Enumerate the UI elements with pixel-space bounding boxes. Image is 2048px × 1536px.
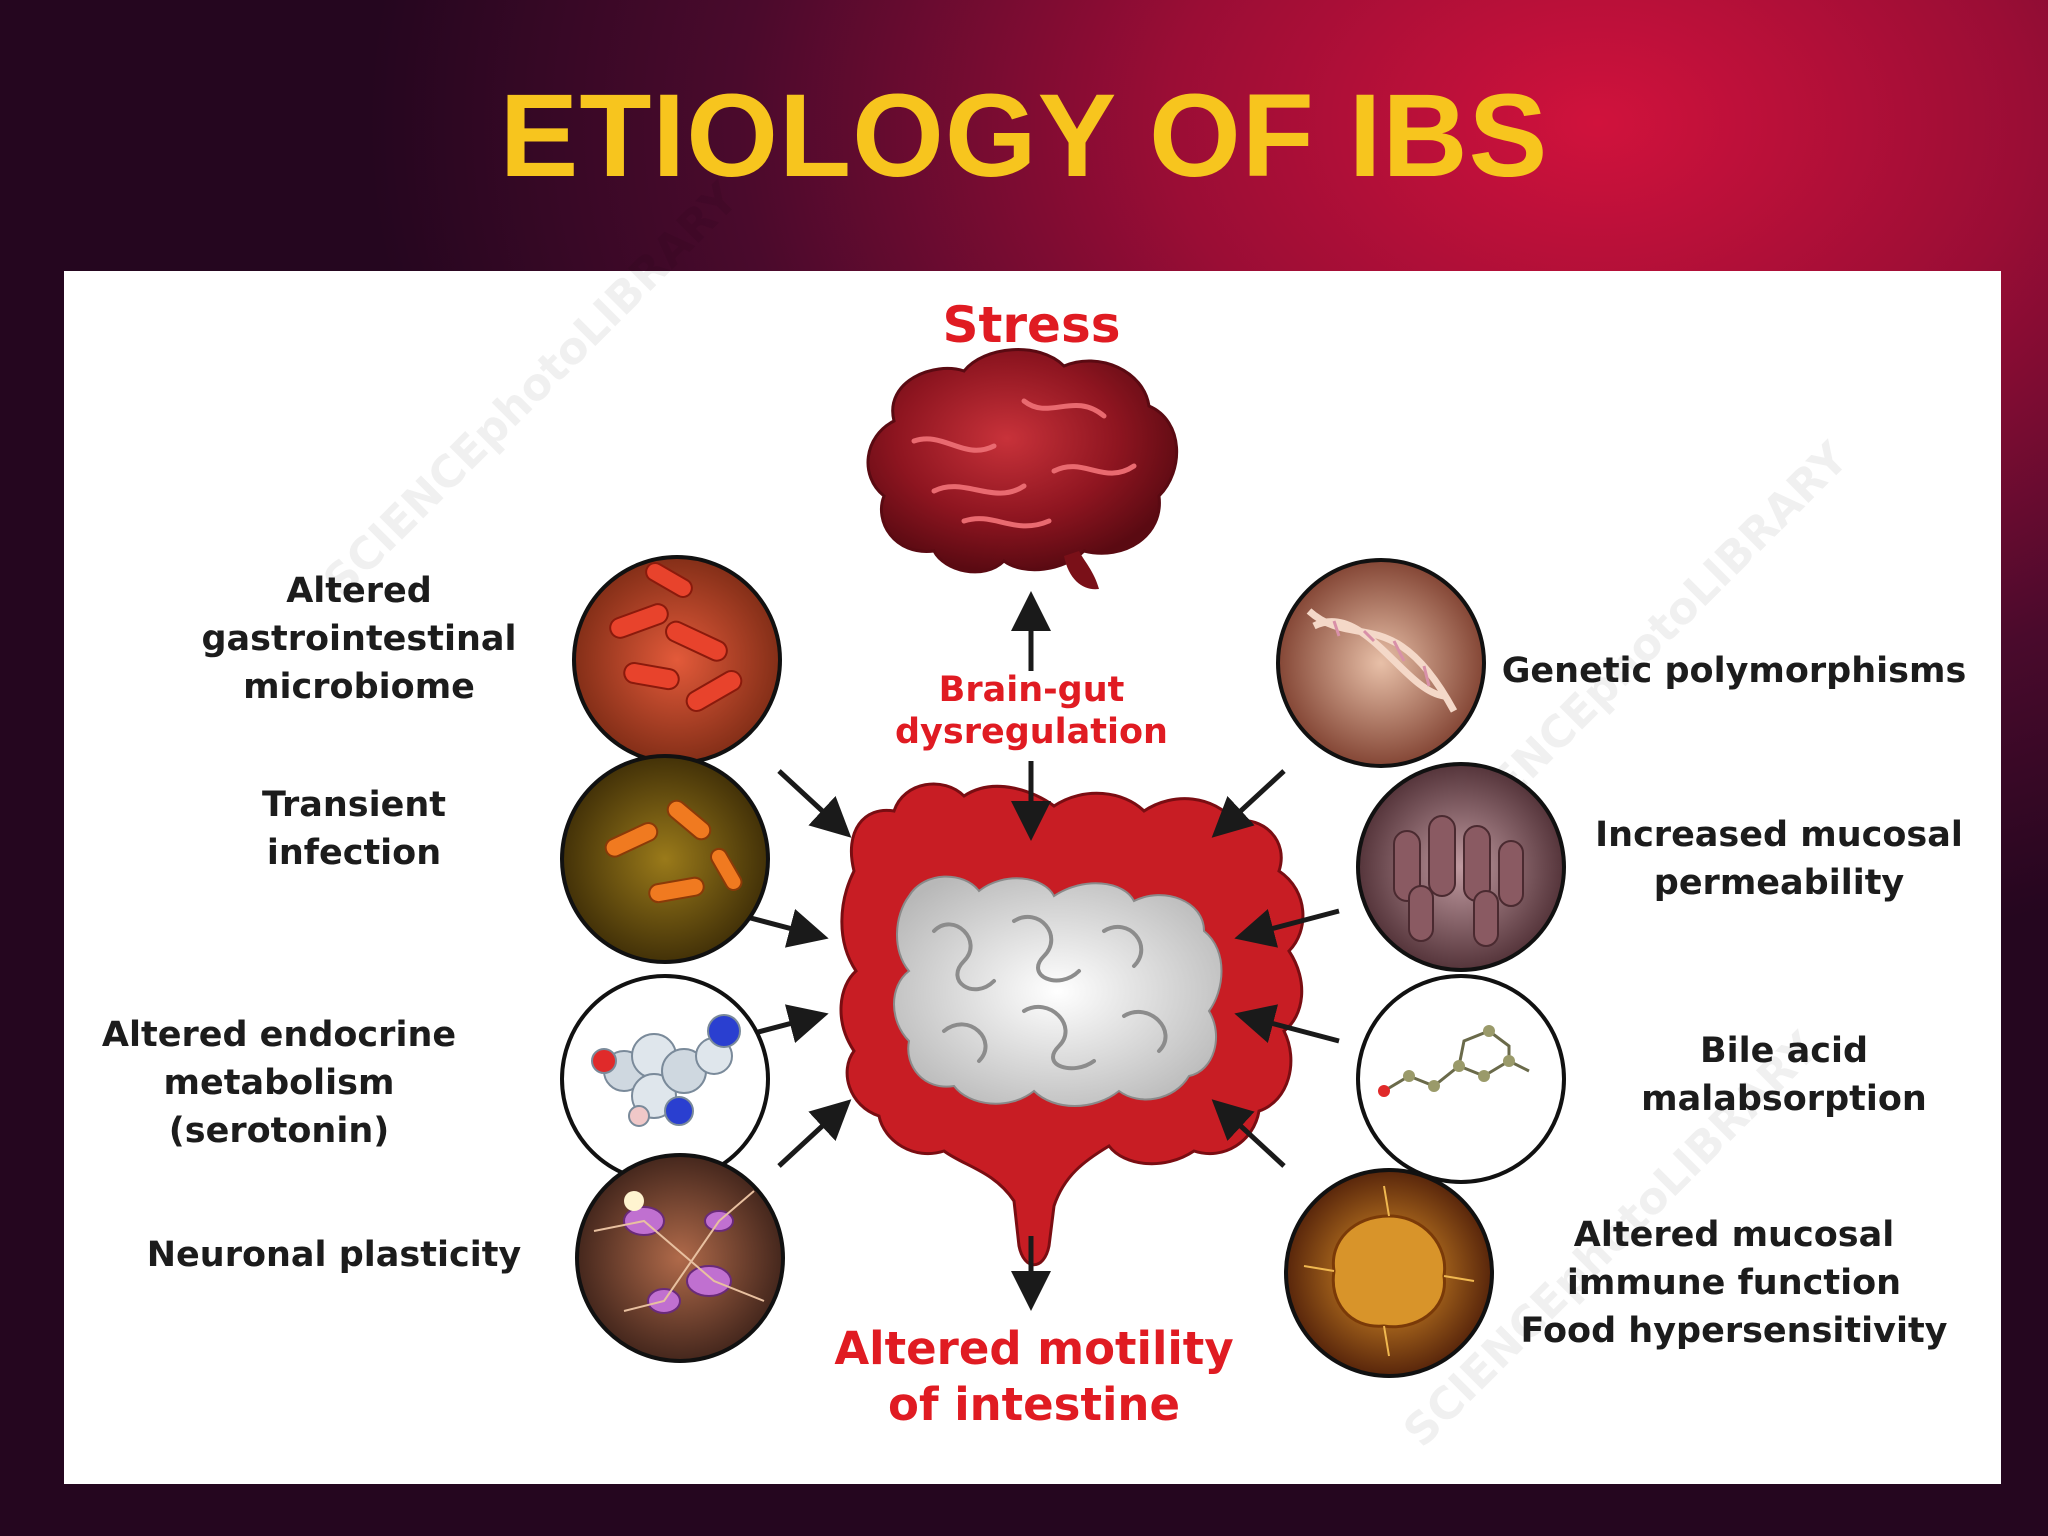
- circle-serotonin: [560, 974, 770, 1184]
- circle-microbiome: [572, 555, 782, 765]
- brain-gut-label-line2: dysregulation: [895, 712, 1168, 752]
- arrow-left-1: [777, 769, 852, 838]
- arrow-right-3: [1234, 1004, 1340, 1044]
- circle-bile-acid: [1356, 974, 1566, 1184]
- diagram-graphic: [560, 348, 1566, 1378]
- factor-label-microbiome: Altered gastrointestinal microbiome: [201, 571, 517, 707]
- intestine-illustration: [839, 782, 1305, 1267]
- arrows: [723, 591, 1340, 1311]
- arrow-right-4: [1211, 1099, 1286, 1168]
- circle-neuronal: [575, 1153, 785, 1363]
- brain-gut-label-line1: Brain-gut: [938, 670, 1125, 710]
- arrow-left-4: [777, 1099, 852, 1168]
- factor-label-neuronal: Neuronal plasticity: [146, 1235, 522, 1275]
- circle-immune: [1284, 1168, 1494, 1378]
- circle-genetic: [1276, 558, 1486, 768]
- brain-illustration: [866, 348, 1179, 590]
- slide-title: ETIOLOGY OF IBS: [499, 70, 1549, 202]
- factor-label-infection: Transient infection: [261, 785, 447, 873]
- factor-label-bile-acid: Bile acid malabsorption: [1641, 1031, 1927, 1119]
- motility-label-line1: Altered motility: [834, 1322, 1234, 1375]
- arrow-right-1: [1211, 769, 1286, 838]
- circle-infection: [560, 754, 770, 964]
- stress-label: Stress: [942, 296, 1121, 354]
- arrow-right-2: [1234, 908, 1340, 948]
- factor-label-permeability: Increased mucosal permeability: [1595, 815, 1963, 903]
- factor-label-immune: Altered mucosal immune function Food hyp…: [1520, 1215, 1948, 1351]
- factor-label-serotonin: Altered endocrine metabolism (serotonin): [101, 1015, 457, 1151]
- diagram-panel: SCIENCEphotoLIBRARY SCIENCEphotoLIBRARY …: [64, 173, 2001, 1484]
- motility-label-line2: of intestine: [888, 1378, 1180, 1431]
- circle-permeability: [1356, 762, 1566, 972]
- factor-label-genetic: Genetic polymorphisms: [1501, 651, 1967, 691]
